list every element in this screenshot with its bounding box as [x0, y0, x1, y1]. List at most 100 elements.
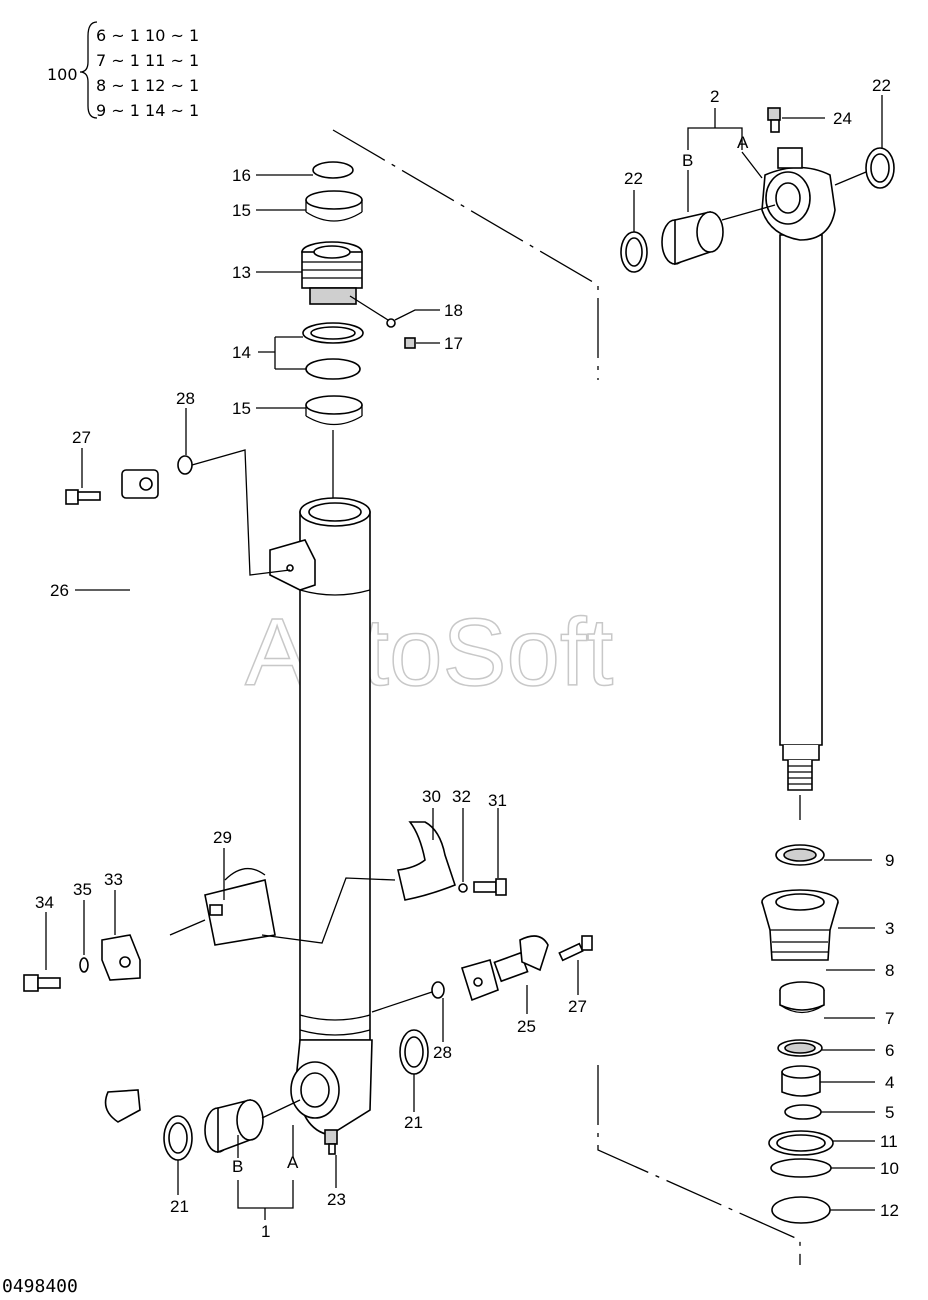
label-12: 12: [880, 1201, 899, 1220]
hose-fitting-25: [460, 935, 549, 1002]
label-30: 30: [422, 787, 441, 806]
label-5: 5: [885, 1103, 894, 1122]
label-21a: 21: [170, 1197, 189, 1216]
ring-11: [768, 1130, 834, 1156]
label-31: 31: [488, 791, 507, 810]
seal-22a: [620, 231, 648, 273]
piston-rod-2: [761, 147, 836, 791]
seal-21a: [163, 1115, 193, 1161]
screw-17: [404, 337, 416, 349]
grease-nipple-24: [767, 107, 781, 133]
assembly-line-top: [332, 129, 599, 380]
wear-ring-8: [779, 981, 825, 1011]
label-18: 18: [444, 301, 463, 320]
seal-6: [777, 1039, 823, 1057]
leader-14: [258, 336, 306, 370]
grease-nipple-23: [324, 1129, 338, 1155]
bolt-27b: [558, 935, 593, 962]
kit-line-4: 9 ~ 1 14 ~ 1: [96, 101, 199, 120]
dust-seal-9: [775, 844, 825, 866]
label-26: 26: [50, 581, 69, 600]
label-28a: 28: [176, 389, 195, 408]
label-4: 4: [885, 1073, 894, 1092]
backup-ring-15a: [305, 190, 363, 222]
label-22a: 22: [624, 169, 643, 188]
leader-28-pipe: [191, 449, 291, 576]
label-7: 7: [885, 1009, 894, 1028]
kit-line-1: 6 ~ 1 10 ~ 1: [96, 26, 199, 45]
label-A1: A: [287, 1153, 299, 1172]
label-16: 16: [232, 166, 251, 185]
leader-18: [349, 295, 440, 321]
kit-line-2: 7 ~ 1 11 ~ 1: [96, 51, 199, 70]
kit-line-3: 8 ~ 1 12 ~ 1: [96, 76, 199, 95]
label-27a: 27: [72, 428, 91, 447]
label-15b: 15: [232, 399, 251, 418]
label-34: 34: [35, 893, 54, 912]
drawing-code: 0498400: [2, 1276, 78, 1297]
label-21b: 21: [404, 1113, 423, 1132]
label-8: 8: [885, 961, 894, 980]
oring-16: [312, 161, 354, 179]
label-22b: 22: [872, 76, 891, 95]
backup-ring-15b: [305, 395, 363, 426]
kit-brace: [79, 21, 98, 119]
assembly-line-bottom: [597, 1065, 801, 1265]
ring-10: [770, 1158, 832, 1178]
ball-18: [386, 318, 396, 328]
leader-29-30: [261, 877, 396, 944]
label-A2: A: [737, 133, 749, 152]
label-28b: 28: [433, 1043, 452, 1062]
label-15a: 15: [232, 201, 251, 220]
label-17: 17: [444, 334, 463, 353]
oring-28b: [431, 981, 445, 999]
bushing-B1: [204, 1098, 264, 1154]
label-33: 33: [104, 870, 123, 889]
label-3: 3: [885, 919, 894, 938]
block-33: [101, 934, 141, 981]
pipe-26: [104, 469, 165, 1123]
seal-14: [302, 322, 364, 380]
label-13: 13: [232, 263, 251, 282]
bolt-34: [23, 974, 61, 992]
seal-7: [779, 1004, 825, 1014]
label-9: 9: [885, 851, 894, 870]
bushing-B2: [661, 210, 724, 266]
leader-lines: [45, 95, 883, 1211]
label-10: 10: [880, 1159, 899, 1178]
washer-35: [79, 957, 89, 973]
label-35: 35: [73, 880, 92, 899]
gland-13: [301, 241, 363, 305]
oring-12: [771, 1196, 831, 1224]
piston-3: [761, 889, 839, 961]
label-32: 32: [452, 787, 471, 806]
oring-5: [784, 1104, 822, 1120]
label-11: 11: [880, 1132, 898, 1151]
label-2: 2: [710, 87, 719, 106]
kit-number: 100: [47, 65, 78, 84]
label-14: 14: [232, 343, 251, 362]
label-B2: B: [682, 151, 693, 170]
bracket-2: [687, 127, 743, 150]
label-29: 29: [213, 828, 232, 847]
label-24: 24: [833, 109, 852, 128]
bolt-31: [473, 878, 507, 896]
label-27b: 27: [568, 997, 587, 1016]
label-B1: B: [232, 1157, 243, 1176]
part-labels: 16 15 13 18 17 14 15 28 27 26 30 32 31 2…: [35, 76, 899, 1241]
label-1: 1: [261, 1222, 270, 1241]
bolt-27a: [65, 489, 101, 505]
kit-list: 100 6 ~ 1 10 ~ 1 7 ~ 1 11 ~ 1 8 ~ 1 12 ~…: [47, 21, 199, 120]
label-23: 23: [327, 1190, 346, 1209]
clamp-29: [204, 868, 276, 946]
bracket-1: [237, 1180, 294, 1209]
label-25: 25: [517, 1017, 536, 1036]
washer-32: [458, 883, 468, 893]
label-6: 6: [885, 1041, 894, 1060]
seal-21b: [399, 1029, 429, 1075]
band-30: [397, 821, 456, 901]
cylinder-tube-1: [269, 497, 373, 1136]
oring-28a: [177, 455, 193, 475]
ring-4: [781, 1065, 821, 1097]
